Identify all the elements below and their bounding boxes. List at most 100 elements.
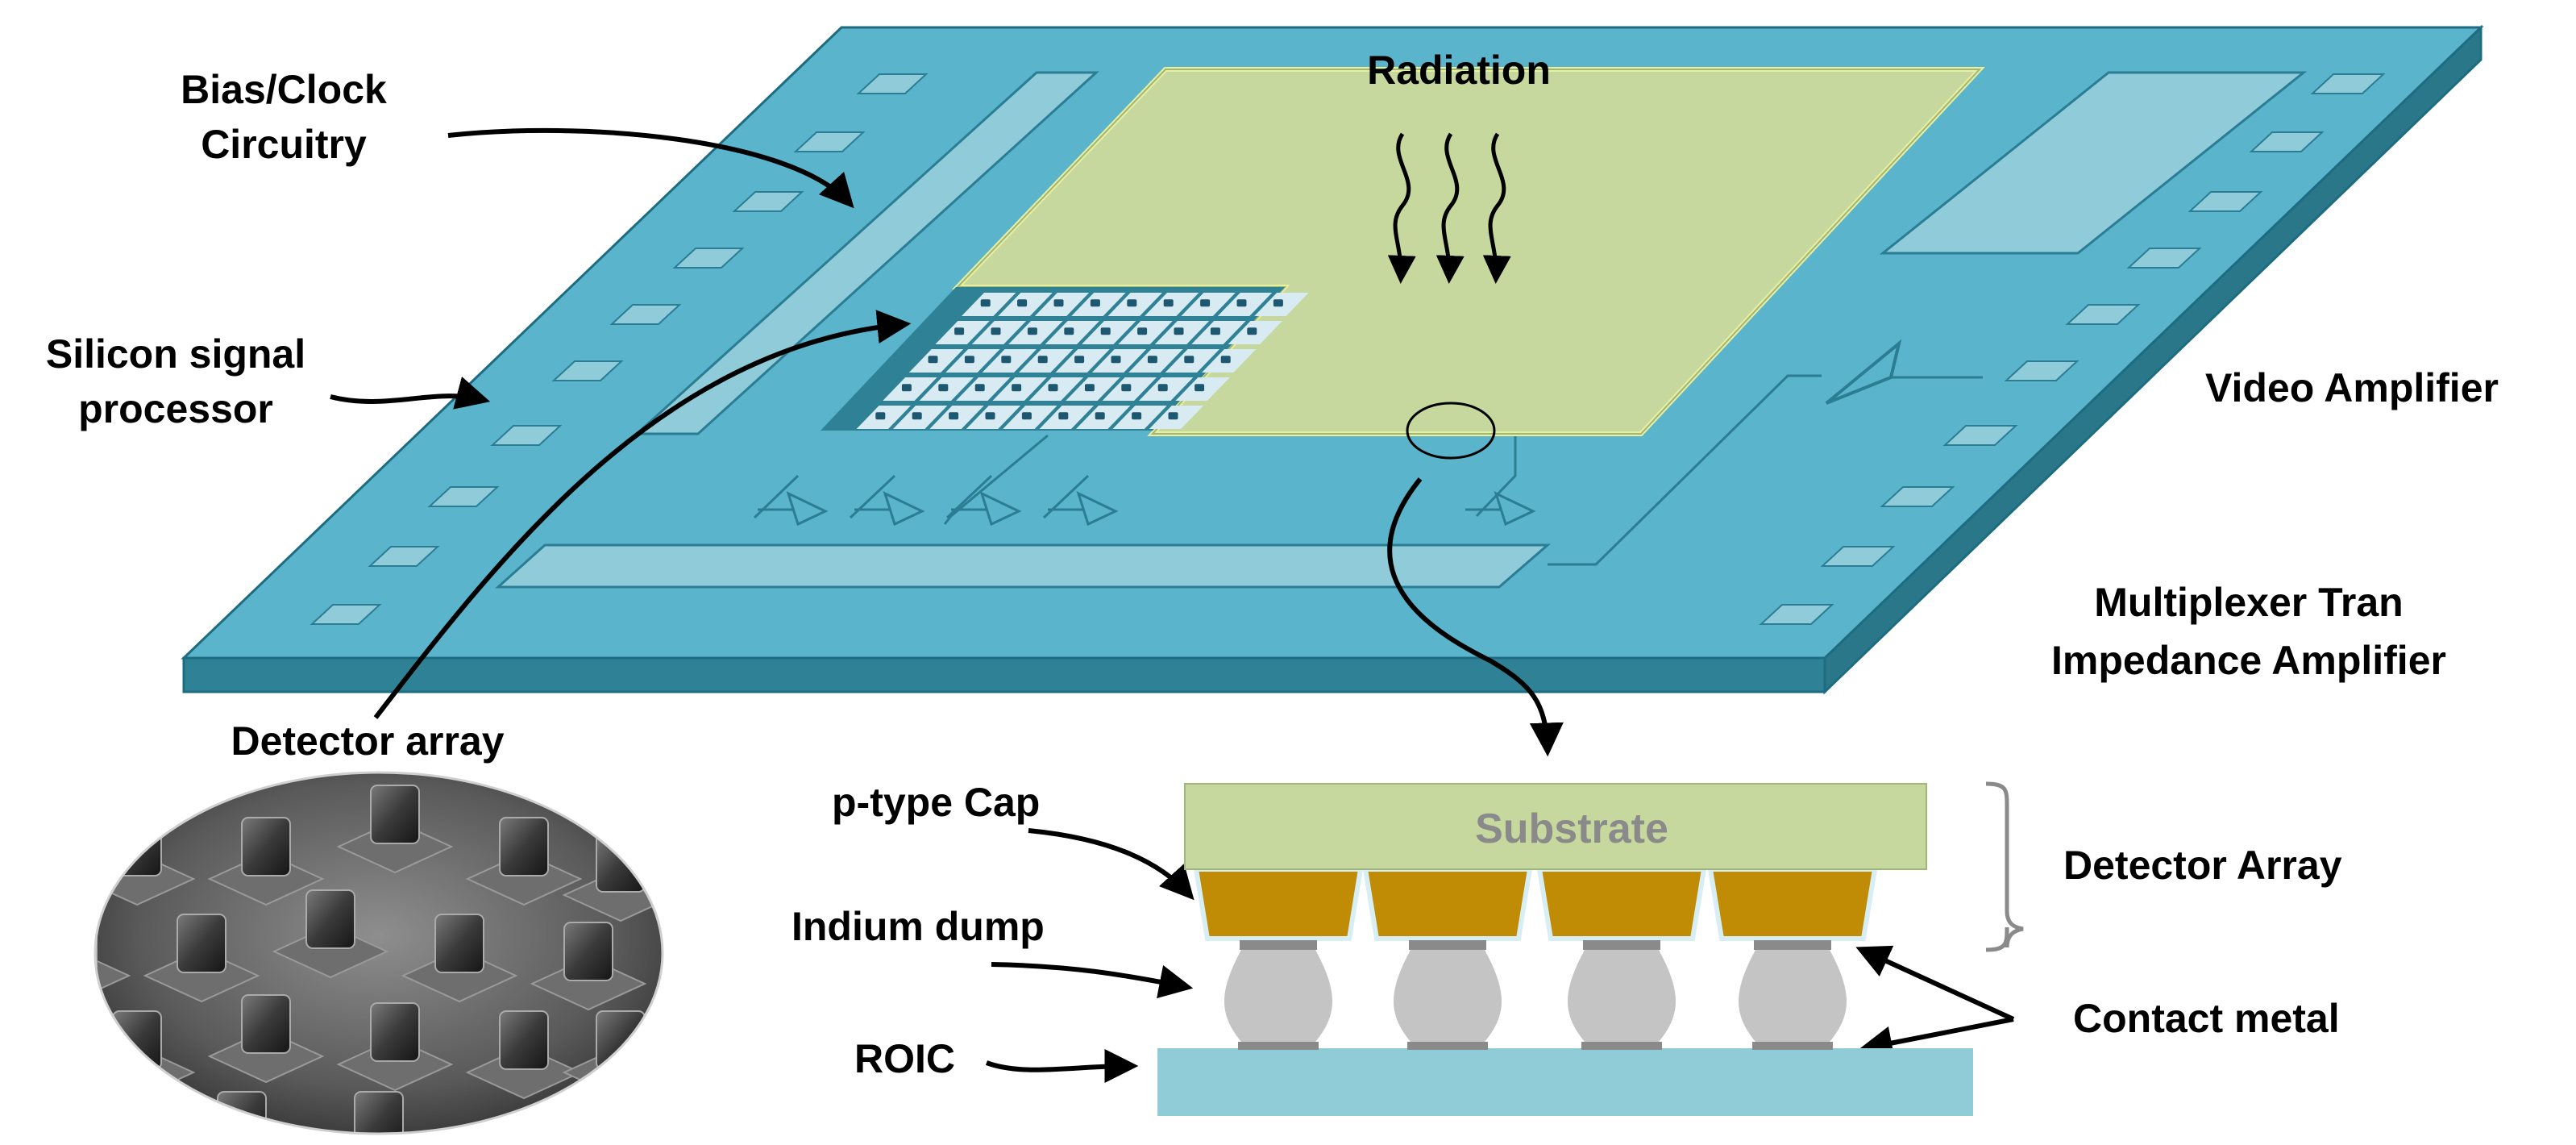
mux-label-line2: Impedance Amplifier	[2051, 638, 2446, 683]
pixel-dot	[1273, 299, 1283, 307]
sem-pillar	[177, 914, 226, 973]
sem-pillar	[241, 994, 291, 1054]
bonding-pad	[2126, 248, 2202, 269]
sem-pillar	[370, 785, 420, 844]
sem-pillar	[499, 1010, 549, 1070]
bonding-pad	[1942, 425, 2018, 446]
pixel-dot	[1163, 299, 1174, 307]
pixel-dot	[1084, 384, 1095, 392]
sem-pillar	[241, 817, 291, 876]
p-type-arrow	[1028, 828, 1195, 901]
pixel-dot	[1168, 412, 1178, 420]
p-type-cap	[1707, 867, 1878, 941]
pixel-dot	[1121, 384, 1132, 392]
pixel-dot	[901, 384, 912, 392]
pixel-dot	[1174, 327, 1184, 335]
sem-pillar	[112, 817, 162, 876]
indium-bumps	[1193, 867, 1878, 1050]
bonding-pad	[2188, 191, 2263, 212]
pixel-dot	[1127, 299, 1137, 307]
bonding-pad	[368, 546, 440, 567]
pixel-dot	[1090, 299, 1100, 307]
substrate-label: Substrate	[1475, 806, 1668, 852]
pixel-dot	[1236, 299, 1247, 307]
bias-clock-label-line1: Bias/Clock	[181, 67, 387, 112]
p-type-cap	[1536, 867, 1707, 941]
bonding-pad	[551, 360, 624, 381]
pixel-dot	[928, 356, 938, 364]
pixel-dot	[1037, 356, 1048, 364]
pixel-dot	[1247, 327, 1257, 335]
pixel-dot	[964, 356, 974, 364]
pixel-dot	[1064, 327, 1074, 335]
silicon-label-line1: Silicon signal	[46, 331, 305, 377]
zoom-arrow	[1387, 477, 1564, 757]
bonding-pad	[793, 131, 866, 152]
bonding-pads-right	[1759, 73, 2386, 625]
pixel-dot	[974, 384, 985, 392]
detector-array-top-label: Detector array	[231, 718, 504, 764]
sem-pillar	[217, 1091, 267, 1134]
pixel-dot	[1132, 412, 1142, 420]
chip-front-face	[182, 656, 1826, 693]
contact-arrow-top	[1855, 945, 2015, 1022]
sem-pillar	[95, 914, 98, 973]
pixel-dot	[875, 412, 886, 420]
bonding-pad	[609, 304, 682, 325]
circuit-traces	[753, 374, 1983, 566]
contact-arrow-bottom	[1858, 1017, 2014, 1060]
contact-metal-bottom	[1581, 1042, 1662, 1050]
pixel-dot	[1058, 412, 1069, 420]
multiplexer-strip	[495, 543, 1552, 589]
contact-metal-top	[1240, 940, 1317, 950]
bonding-pad	[2249, 131, 2325, 152]
pixel-dot	[1157, 384, 1168, 392]
pixel-dot	[1017, 299, 1028, 307]
p-type-cap-label: p-type Cap	[832, 780, 1040, 825]
bonding-pad	[732, 191, 804, 212]
bonding-pad	[2004, 360, 2079, 381]
mux-label-line1: Multiplexer Tran	[2094, 580, 2403, 625]
sem-pillar	[112, 1010, 162, 1070]
silicon-arrow	[330, 377, 491, 410]
pixel-dot	[1053, 299, 1064, 307]
bonding-pad	[1880, 486, 1955, 507]
sem-pillar	[499, 817, 549, 876]
video-amplifier-label: Video Amplifier	[2205, 365, 2499, 410]
bias-clock-strip	[634, 71, 1099, 435]
sem-micrograph	[93, 771, 664, 1135]
roic-arrow	[985, 1049, 1139, 1084]
indium-bump	[1739, 950, 1847, 1042]
contact-metal-top	[1583, 940, 1660, 950]
sem-pillar	[305, 889, 355, 949]
pixel-dot	[1100, 327, 1111, 335]
pixel-dot	[938, 384, 949, 392]
amp-triangle	[1076, 491, 1119, 527]
amp-triangle	[786, 491, 829, 527]
contact-metal-top	[1409, 940, 1486, 950]
pixel-dot	[954, 327, 965, 335]
bonding-pad	[427, 486, 500, 507]
pixel-dot	[1021, 412, 1032, 420]
pixel-dot	[1200, 299, 1211, 307]
right-block	[1879, 71, 2308, 255]
pixel-dot	[1001, 356, 1012, 364]
pixel-dot	[912, 412, 922, 420]
bias-clock-label-line2: Circuitry	[201, 122, 367, 167]
detector-array-side-label: Detector Array	[2063, 843, 2342, 888]
sem-pillar	[434, 914, 484, 973]
indium-bump	[1394, 950, 1502, 1042]
amp-triangle	[883, 491, 925, 527]
contact-metal-bottom	[1752, 1042, 1833, 1050]
pixel-dot	[1012, 384, 1022, 392]
indium-arrow	[991, 962, 1194, 999]
pixel-dot	[1195, 384, 1205, 392]
sem-mesa	[183, 1126, 301, 1134]
substrate-layer	[1184, 783, 1927, 870]
indium-bump	[1224, 950, 1332, 1042]
pixel-dot	[1147, 356, 1157, 364]
sem-pillar	[354, 1091, 404, 1134]
video-amplifier-symbol	[1825, 339, 1902, 405]
bonding-pad	[2310, 73, 2386, 94]
pixel-dot	[1111, 356, 1121, 364]
